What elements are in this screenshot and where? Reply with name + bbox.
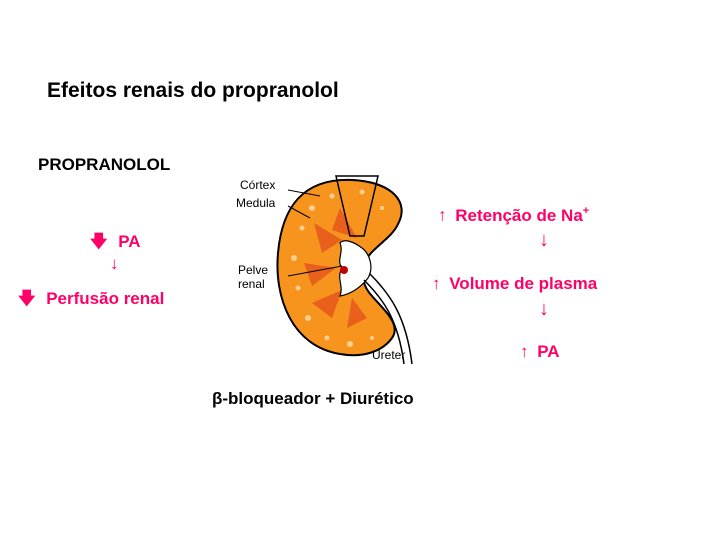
left-pa-label: PA [118, 232, 141, 251]
pelvis-label-line2: renal [238, 277, 265, 291]
left-perfusion-label: Perfusão renal [46, 289, 165, 308]
down-arrow-icon: ↓ [539, 298, 549, 320]
right-retention-row: ↑ Retenção de Na+ [438, 205, 589, 226]
kidney-outline [276, 178, 403, 357]
up-arrow-icon: ↑ [520, 342, 529, 361]
down-bold-arrow-icon: 🡇 [90, 232, 108, 251]
page-title: Efeitos renais do propranolol [47, 79, 339, 102]
right-pa-row: ↑ PA [520, 342, 560, 362]
caption-text: -bloqueador + Diurético [222, 389, 414, 408]
up-arrow-icon: ↑ [432, 274, 441, 293]
ureter-label: Ureter [372, 348, 406, 362]
caption: β-bloqueador + Diurético [212, 389, 414, 409]
down-arrow-icon: ↓ [110, 254, 119, 273]
retention-label: Retenção de Na [455, 205, 583, 225]
medulla-label: Medula [236, 196, 276, 210]
right-plasma-row: ↑ Volume de plasma [432, 274, 597, 294]
up-arrow-icon: ↑ [438, 205, 447, 225]
kidney-diagram [276, 175, 413, 365]
right-pa-label: PA [537, 342, 560, 361]
cortex-texture [291, 189, 384, 347]
down-arrow-icon: ↓ [539, 229, 549, 251]
cortex-label: Córtex [240, 178, 276, 192]
retention-superscript: + [582, 205, 590, 217]
beta-symbol: β [212, 389, 223, 408]
drug-label: PROPRANOLOL [38, 155, 171, 174]
nephron-wedge [335, 175, 379, 237]
pelvis-spot [340, 266, 348, 274]
down-bold-arrow-icon: 🡇 [18, 289, 36, 308]
ureter [363, 279, 405, 365]
pelvis-label-line1: Pelve [238, 263, 269, 277]
plasma-label: Volume de plasma [449, 274, 598, 293]
left-perfusion-row: 🡇 Perfusão renal [18, 286, 164, 315]
left-pa-row: 🡇 PA [90, 229, 141, 258]
